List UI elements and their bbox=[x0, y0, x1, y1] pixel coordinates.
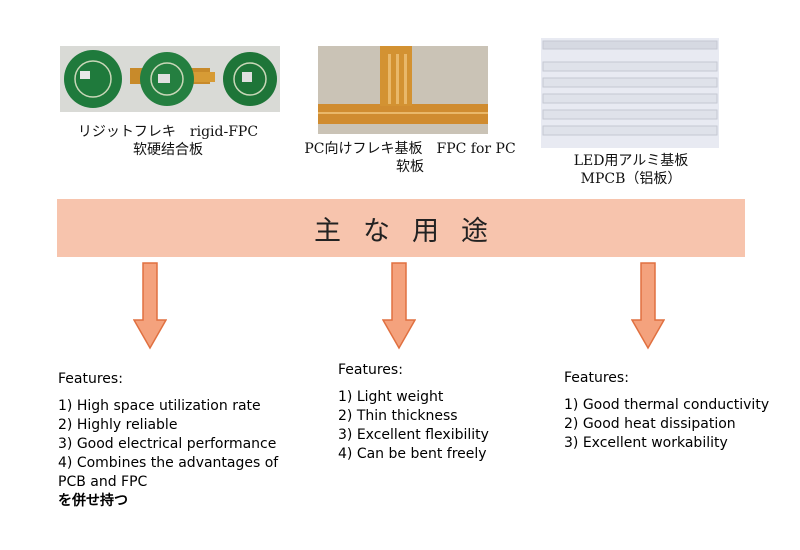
caption-line: 软硬结合板 bbox=[133, 142, 203, 158]
led-aluminum-caption: LED用アルミ基板 MPCB（铝板） bbox=[546, 152, 716, 188]
feature-item: 2) Highly reliable bbox=[58, 417, 178, 433]
features-heading: Features: bbox=[58, 371, 123, 387]
features-heading: Features: bbox=[564, 370, 629, 386]
led-aluminum-features: Features: 1) Good thermal conductivity 2… bbox=[564, 369, 769, 453]
feature-item: 1) Light weight bbox=[338, 389, 444, 405]
caption-line: リジットフレキ rigid-FPC bbox=[77, 124, 259, 140]
rigid-fpc-caption: リジットフレキ rigid-FPC 软硬结合板 bbox=[68, 123, 268, 159]
down-arrow-icon bbox=[382, 262, 416, 350]
feature-item: 3) Excellent workability bbox=[564, 435, 728, 451]
led-aluminum-board-photo bbox=[541, 38, 719, 148]
caption-line: LED用アルミ基板 bbox=[573, 153, 689, 169]
rigid-fpc-features: Features: 1) High space utilization rate… bbox=[58, 370, 278, 511]
main-uses-banner: 主な用途 bbox=[57, 199, 745, 257]
caption-line: 软板 bbox=[396, 159, 424, 175]
feature-item: 4) Can be bent freely bbox=[338, 446, 487, 462]
feature-item: 2) Good heat dissipation bbox=[564, 416, 736, 432]
feature-item: 4) Combines the advantages of bbox=[58, 455, 279, 471]
feature-note: を併せ持つ bbox=[58, 493, 128, 509]
feature-item: 3) Excellent flexibility bbox=[338, 427, 489, 443]
caption-line: PC向けフレキ基板 FPC for PC bbox=[304, 141, 516, 157]
feature-item: PCB and FPC bbox=[58, 474, 148, 490]
feature-item: 1) High space utilization rate bbox=[58, 398, 261, 414]
feature-item: 3) Good electrical performance bbox=[58, 436, 277, 452]
rigid-fpc-photo bbox=[60, 46, 280, 112]
features-heading: Features: bbox=[338, 362, 403, 378]
fpc-for-pc-features: Features: 1) Light weight 2) Thin thickn… bbox=[338, 361, 489, 464]
caption-line: MPCB（铝板） bbox=[580, 171, 682, 187]
feature-item: 1) Good thermal conductivity bbox=[564, 397, 770, 413]
banner-title: 主な用途 bbox=[314, 215, 510, 247]
feature-item: 2) Thin thickness bbox=[338, 408, 458, 424]
down-arrow-icon bbox=[133, 262, 167, 350]
down-arrow-icon bbox=[631, 262, 665, 350]
fpc-for-pc-caption: PC向けフレキ基板 FPC for PC 软板 bbox=[290, 140, 530, 176]
fpc-for-pc-photo bbox=[318, 46, 488, 134]
